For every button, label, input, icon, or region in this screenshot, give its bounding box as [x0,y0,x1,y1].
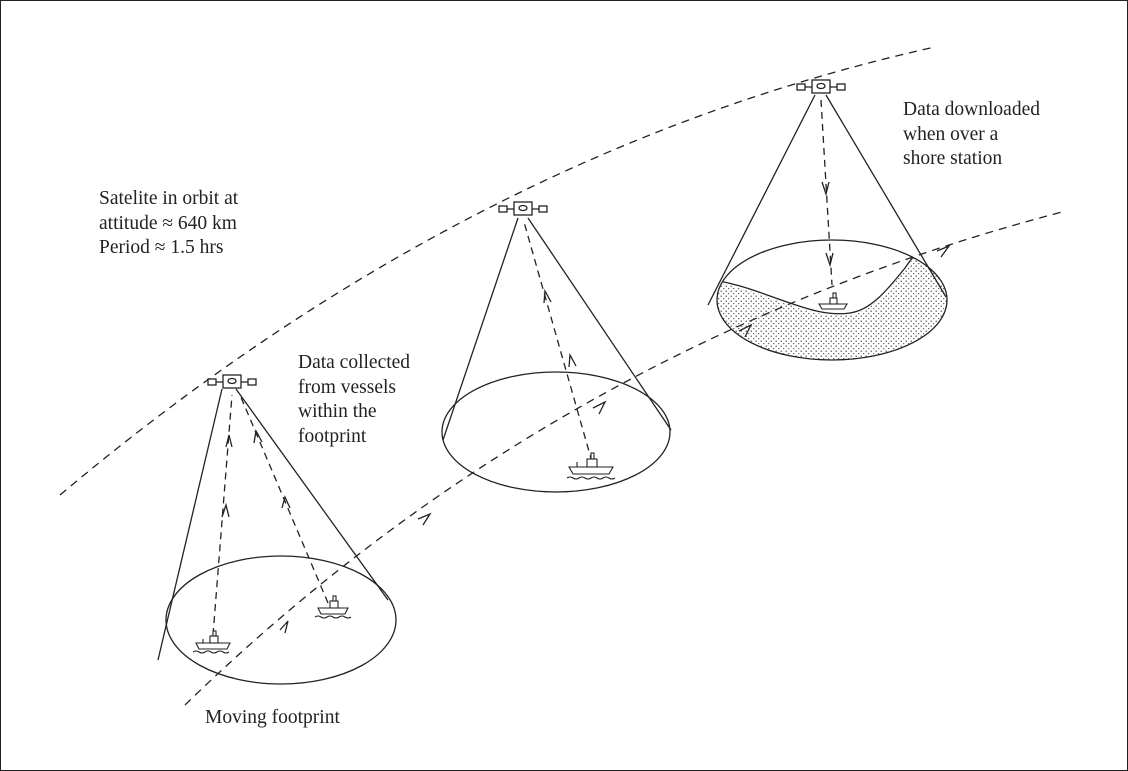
data-collected-line-3: within the [298,401,377,422]
arrow-icon [253,429,263,444]
data-collected-line-1: Data collected [298,352,411,373]
arrow-icon [936,244,951,258]
footprint-2 [441,217,672,493]
cone-edge [707,94,816,306]
cone-edge [442,217,519,441]
footprint-1 [157,388,397,685]
ship-icon [314,595,352,619]
arrow-icon [825,252,834,268]
arrow-icon [221,502,230,518]
data-downloaded-line-2: when over a [903,123,999,145]
data-collected-line-2: from vessels [298,376,397,398]
satellite-icon [498,201,548,216]
satellite-icon [796,79,846,94]
orbit-path [59,46,936,496]
uplink-dashed [523,221,593,463]
arrow-icon [543,288,552,304]
ship-icon [818,292,848,310]
cone-edge [235,388,389,601]
data-downloaded-line-1: Data downloaded [903,99,1040,120]
satellite-icon [207,374,257,389]
arrow-icon [225,434,233,448]
data-collected-line-4: footprint [298,425,367,447]
footprint-ellipse [441,371,671,493]
orbit-info-line-2: attitude ≈ 640 km [99,212,237,234]
downlink-dashed [820,99,833,286]
arrow-icon [568,352,577,368]
cone-edge [825,94,947,298]
data-downloaded-line-3: shore station [903,148,1003,169]
data-downloaded-label: Data downloaded when over a shore statio… [903,98,1040,172]
orbit-info-line-1: Satelite in orbit at [99,188,239,209]
moving-footprint-label: Moving footprint [205,707,340,728]
arrow-icon [417,512,432,526]
cone-edge [157,388,223,661]
ship-icon [192,630,231,654]
cone-edge [527,217,672,431]
footprint-ellipse [165,555,397,685]
arrow-icon [281,495,291,509]
ship-icon [566,452,616,480]
arrow-icon [592,400,607,415]
arrow-icon [821,181,830,197]
footprint-ellipse [716,239,948,361]
orbit-info-label: Satelite in orbit at attitude ≈ 640 km P… [99,187,238,261]
ground-track [184,211,1063,706]
orbit-info-line-3: Period ≈ 1.5 hrs [99,237,224,258]
coastline [717,240,941,315]
data-collected-label: Data collected from vessels within the f… [298,351,410,449]
arrow-icon [279,620,289,634]
